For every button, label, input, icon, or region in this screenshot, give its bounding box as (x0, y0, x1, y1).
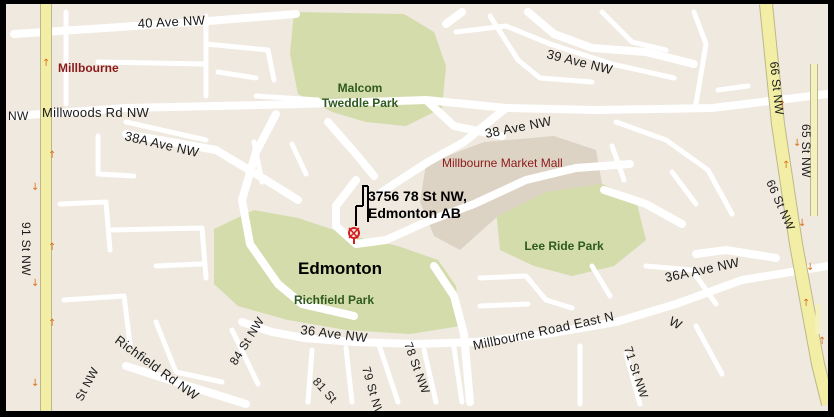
city-label: Edmonton (298, 259, 382, 278)
street-label-nw-prefix: NW (8, 109, 29, 123)
park-label-lee-ride: Lee Ride Park (524, 239, 604, 253)
svg-text:↑: ↑ (802, 298, 810, 309)
main-streets (10, 8, 828, 408)
street-label-91-st: 91 St NW (19, 222, 33, 276)
address-callout: 3756 78 St NW, Edmonton AB (355, 185, 467, 226)
svg-text:↓: ↓ (31, 278, 39, 289)
map-canvas[interactable]: ↑ ↑ ↓ ↑ ↓ ↑ ↓ ↑ ↓ ↑ ↓ ↓ ↑ ↑ Millbourne 4… (6, 4, 828, 411)
svg-text:↓: ↓ (798, 218, 806, 229)
svg-text:↑: ↑ (48, 242, 56, 253)
svg-text:↓: ↓ (806, 262, 814, 273)
svg-text:↓: ↓ (31, 182, 39, 193)
svg-text:↑: ↑ (48, 150, 56, 161)
svg-text:↑: ↑ (48, 318, 56, 329)
mall-area (420, 136, 602, 250)
mall-label: Millbourne Market Mall (442, 156, 563, 170)
major-roads (40, 4, 828, 411)
street-label-66-st-top: 66 St NW (767, 61, 787, 116)
street-label-40-ave: 40 Ave NW (137, 12, 206, 31)
address-line-1: 3756 78 St NW, (368, 188, 467, 204)
svg-text:↑: ↑ (782, 160, 790, 171)
richfield-park-area (214, 210, 460, 334)
neighbourhood-label: Millbourne (58, 61, 119, 75)
address-line-2: Edmonton AB (368, 205, 461, 221)
one-way-arrows: ↑ ↑ ↓ ↑ ↓ ↑ ↓ ↑ ↓ ↑ ↓ ↓ ↑ ↑ (31, 58, 826, 389)
street-label-millwoods-rd: Millwoods Rd NW (42, 105, 150, 120)
park-label-richfield: Richfield Park (294, 293, 374, 307)
park-label-malcom-line1: Malcom (338, 81, 383, 95)
svg-text:↓: ↓ (31, 378, 39, 389)
svg-text:↑: ↑ (778, 100, 786, 111)
street-label-65-st: 65 St NW (799, 124, 813, 178)
minor-roads (57, 9, 751, 407)
location-pin-icon[interactable] (348, 227, 360, 244)
svg-text:↑: ↑ (42, 58, 50, 69)
park-label-malcom-line2: Tweddle Park (322, 96, 399, 110)
svg-text:↓: ↓ (793, 138, 801, 149)
svg-text:↑: ↑ (818, 336, 826, 347)
lee-ride-park-area (496, 180, 646, 276)
